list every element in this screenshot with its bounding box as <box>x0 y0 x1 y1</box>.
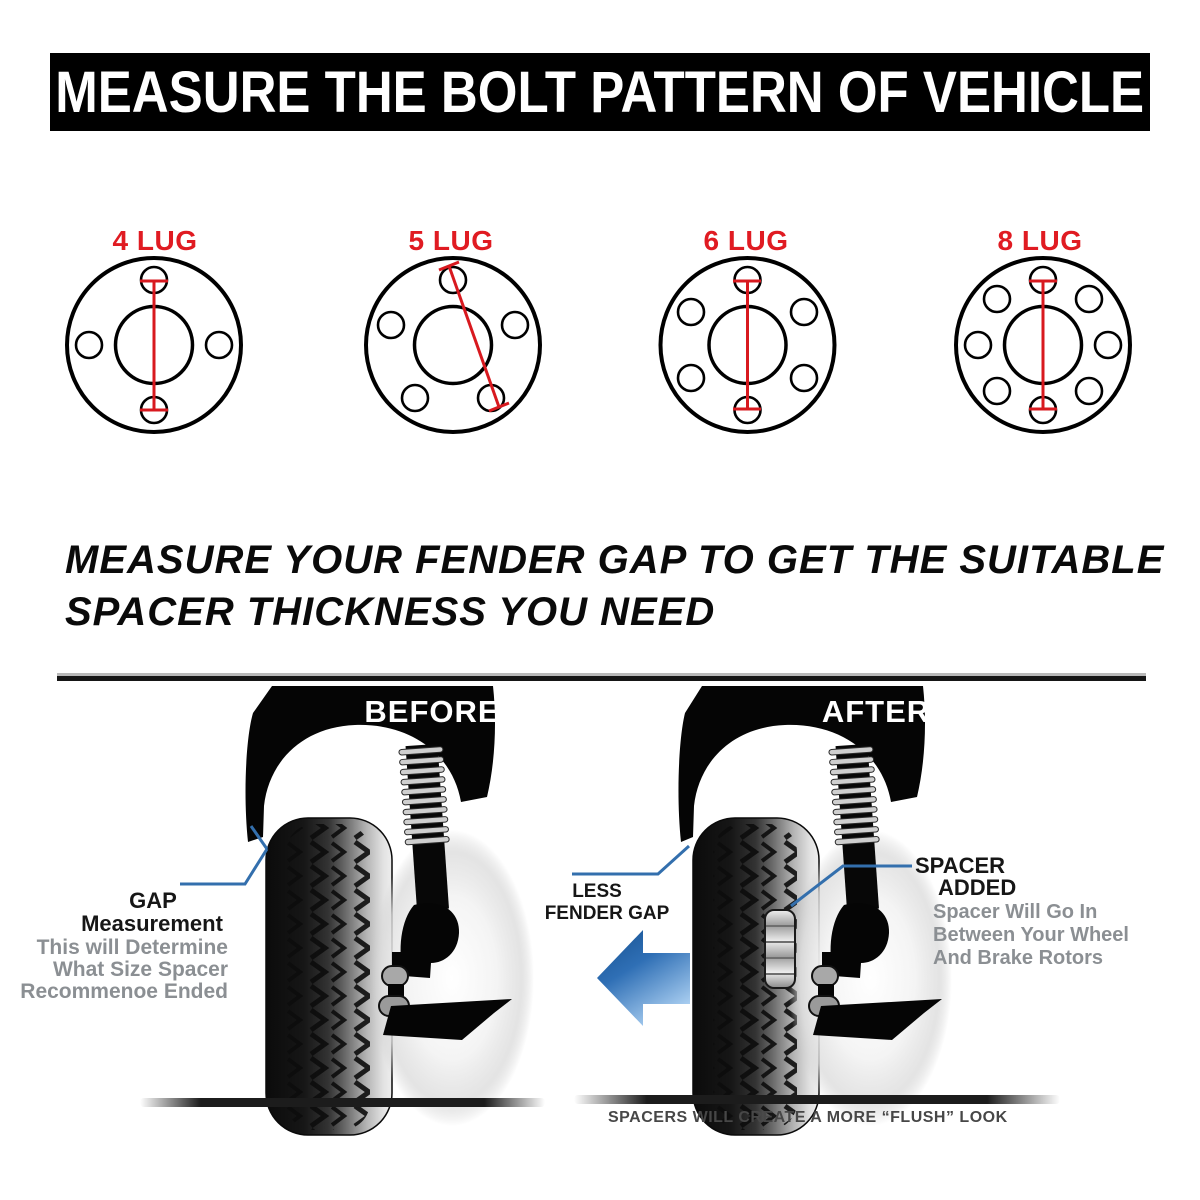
less-fender-gap-annotation: LESS FENDER GAP <box>545 844 691 924</box>
before-fender-shape <box>245 686 495 842</box>
lug-5-label: 5 LUG <box>409 225 494 256</box>
lug-8-label: 8 LUG <box>998 225 1083 256</box>
divider-rule <box>57 673 1146 681</box>
less-gap-leader-line <box>572 844 691 876</box>
less-gap-label-line1: LESS <box>572 881 622 902</box>
lug-6-label: 6 LUG <box>704 225 789 256</box>
lug-4-measure-line-icon <box>140 279 168 412</box>
lug-6-measure-line-icon <box>733 279 761 411</box>
gap-label-line2: Measurement <box>81 911 224 936</box>
lug-4-label: 4 LUG <box>113 225 198 256</box>
spacer-desc-line3: And Brake Rotors <box>933 947 1103 969</box>
subtitle-line-2: SPACER THICKNESS YOU NEED <box>65 590 716 634</box>
spacer-label-line1: SPACER <box>915 853 1005 878</box>
after-knuckle <box>830 903 890 978</box>
gap-desc-line3: Recommenoe Ended <box>20 980 228 1003</box>
before-tire-tread <box>286 824 370 1130</box>
after-title: AFTER <box>822 694 930 729</box>
before-knuckle <box>400 903 460 978</box>
lug-pattern-5-diagram: 5 LUG <box>364 225 542 434</box>
ground-line-before <box>140 1098 545 1107</box>
spacer-desc-line2: Between Your Wheel <box>933 924 1129 946</box>
after-control-arm <box>813 999 942 1040</box>
lug-pattern-8-diagram: 8 LUG <box>954 225 1132 434</box>
left-direction-arrow-icon <box>597 930 690 1026</box>
after-rim <box>788 830 952 1126</box>
before-wheel-illustration: BEFORE <box>245 686 534 1136</box>
spacer-label-line2: ADDED <box>938 875 1016 900</box>
gap-desc-line2: What Size Spacer <box>53 958 228 981</box>
gap-leader-line <box>180 848 269 886</box>
flush-caption: SPACERS WILL CREATE A MORE “FLUSH” LOOK <box>608 1109 1008 1126</box>
subtitle-line-1: MEASURE YOUR FENDER GAP TO GET THE SUITA… <box>65 538 1165 582</box>
lug-pattern-6-diagram: 6 LUG <box>658 225 837 434</box>
after-strut-spring <box>828 743 880 911</box>
after-tire-tread <box>713 824 797 1130</box>
before-bushing-upper <box>381 965 409 987</box>
after-wheel-illustration: AFTER <box>678 686 952 1136</box>
spacer-illustration <box>764 909 796 989</box>
gap-label-line1: GAP <box>129 888 177 913</box>
before-title: BEFORE <box>364 694 499 729</box>
before-control-arm <box>383 999 512 1040</box>
ground-line-after <box>574 1095 1060 1104</box>
after-fender-shape <box>678 686 925 842</box>
lug-pattern-4-diagram: 4 LUG <box>65 225 243 434</box>
lug-pattern-section: 4 LUG 5 LUG <box>65 225 1132 434</box>
gap-desc-line1: This will Determine <box>37 936 228 959</box>
before-rim <box>370 830 534 1126</box>
spacer-leader-line <box>790 864 912 908</box>
after-bushing-upper <box>811 965 839 987</box>
spacer-added-annotation: SPACER ADDED Spacer Will Go In Between Y… <box>790 853 1129 969</box>
header-title: MEASURE THE BOLT PATTERN OF VEHICLE <box>55 59 1145 125</box>
lug-5-measure-line-icon <box>438 260 510 413</box>
less-gap-label-line2: FENDER GAP <box>545 903 670 924</box>
before-gap-annotation: GAP Measurement This will Determine What… <box>20 825 269 1003</box>
lug-8-measure-line-icon <box>1029 279 1057 411</box>
gap-marker-icon <box>249 825 269 850</box>
header-bar: MEASURE THE BOLT PATTERN OF VEHICLE <box>50 53 1150 131</box>
before-strut-spring <box>398 743 450 911</box>
spacer-desc-line1: Spacer Will Go In <box>933 901 1097 923</box>
